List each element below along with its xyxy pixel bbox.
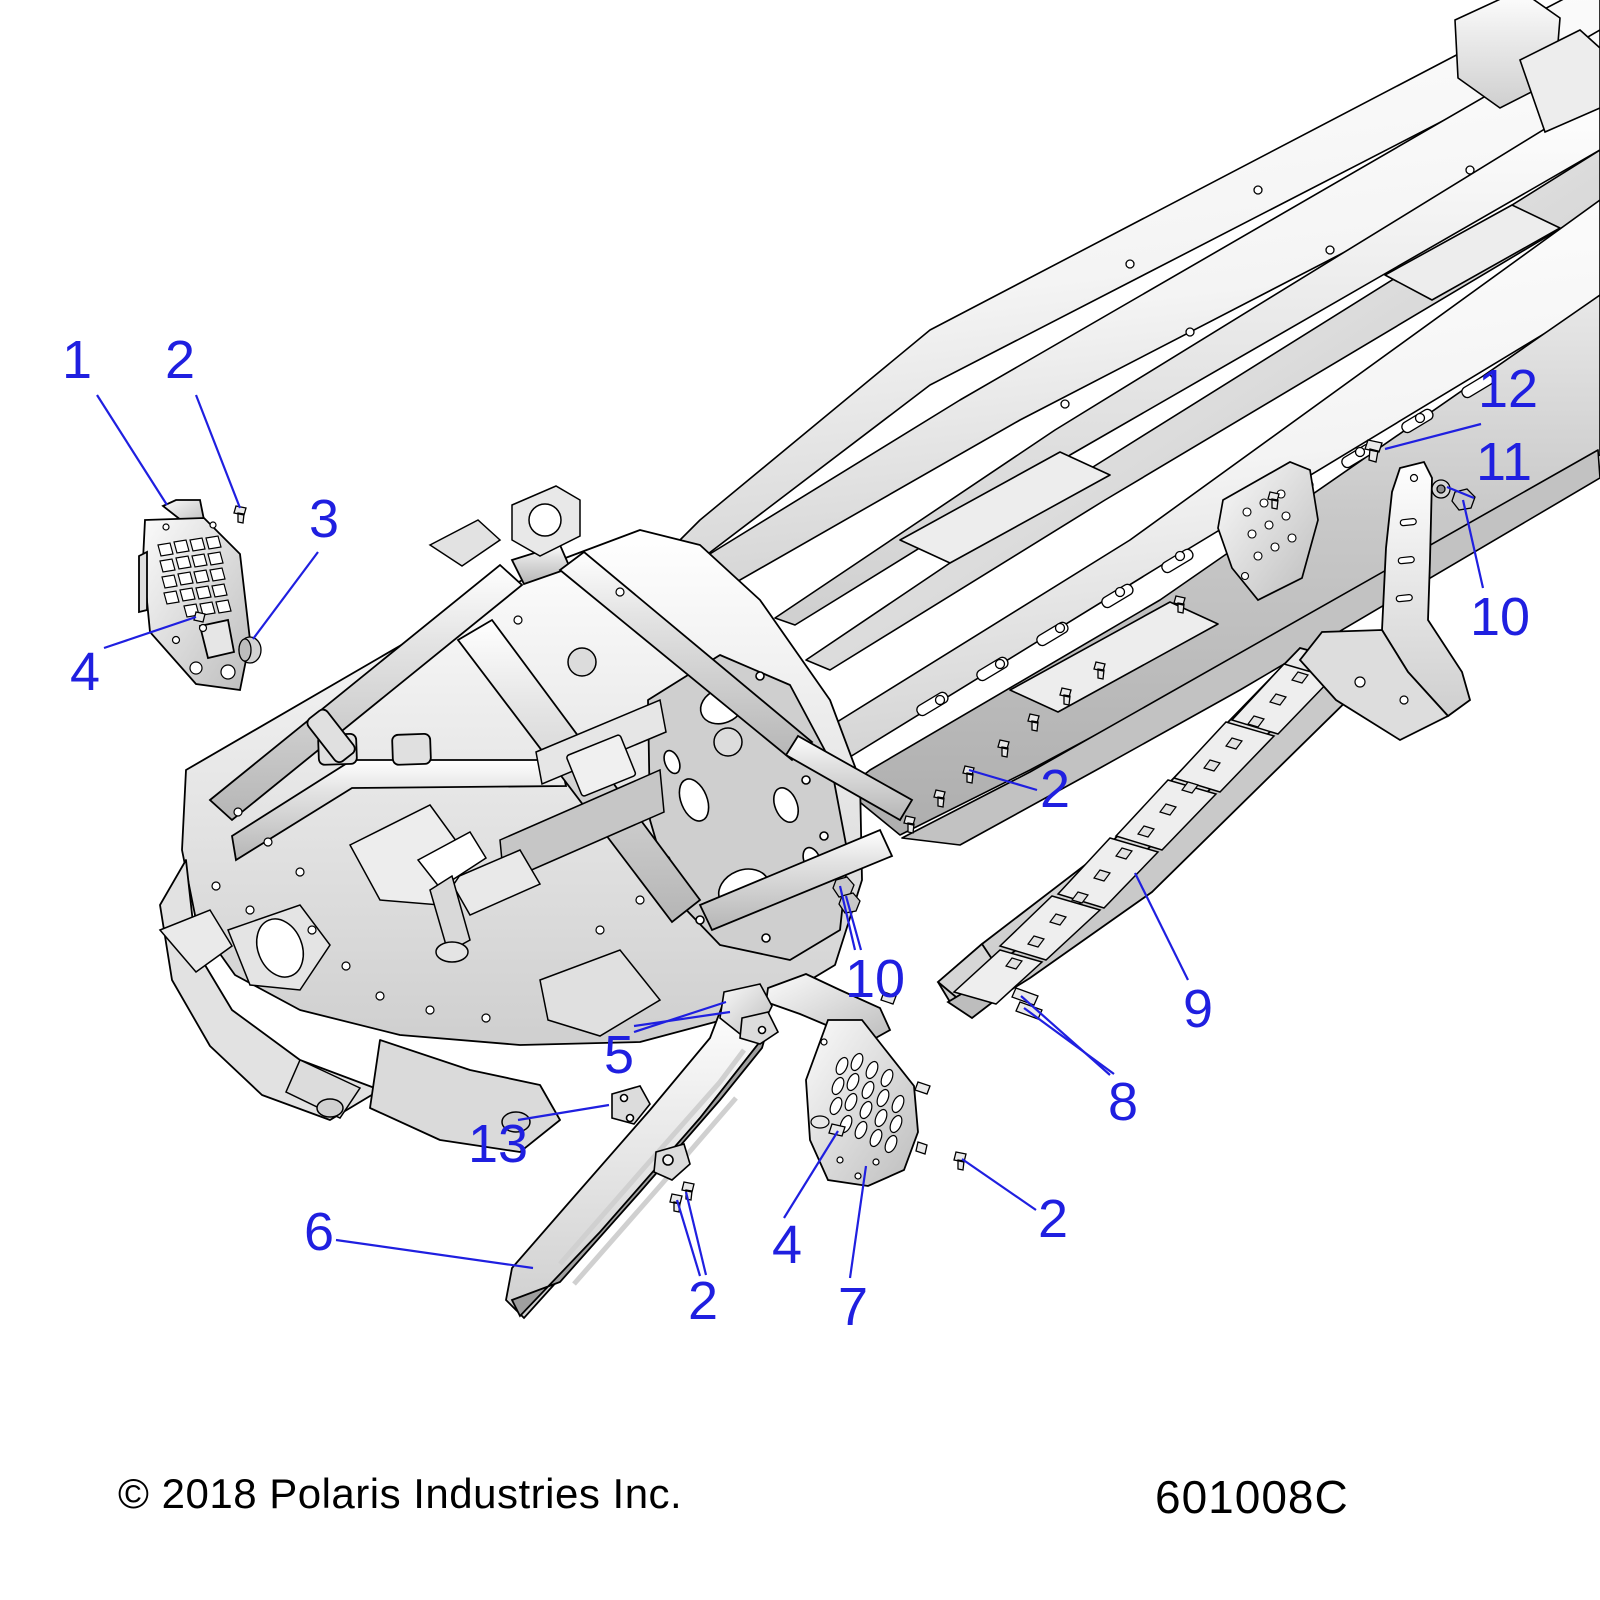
leader-line-2-0 <box>194 394 242 509</box>
leader-line-12-0 <box>1384 422 1482 451</box>
callout-leader-lines <box>96 394 1485 1279</box>
callout-7-16[interactable]: 7 <box>838 1277 869 1337</box>
tunnel-rear-bracket <box>1217 461 1319 602</box>
chassis-boss-b <box>713 727 743 757</box>
leader-line-4-0 <box>783 1130 839 1219</box>
callout-2-17[interactable]: 2 <box>1038 1189 1069 1249</box>
leader-line-10-1 <box>844 895 863 951</box>
callout-4-3[interactable]: 4 <box>70 642 101 702</box>
leader-line-3-0 <box>252 551 319 640</box>
leader-line-10-0 <box>1461 499 1485 589</box>
grommet-part <box>238 636 262 664</box>
tunnel-bracket-holes <box>1240 489 1297 581</box>
callout-10-8[interactable]: 10 <box>845 949 906 1009</box>
callout-6-13[interactable]: 6 <box>304 1202 335 1262</box>
callout-11-5[interactable]: 11 <box>1476 432 1533 492</box>
callout-10-6[interactable]: 10 <box>1470 587 1531 647</box>
chassis-detail <box>158 485 743 1133</box>
tunnel-plate-1 <box>1384 204 1561 301</box>
leader-line-8-0 <box>1020 995 1111 1076</box>
part-number-label: 601008C <box>1155 1471 1349 1523</box>
tube-upper-left <box>208 563 524 822</box>
chassis-boss-a <box>567 647 597 677</box>
leader-line-1-0 <box>96 394 168 506</box>
tunnel-rear-cowl <box>1454 0 1600 134</box>
leader-line-7-0 <box>848 1165 868 1279</box>
tunnel-plate-2 <box>899 451 1111 564</box>
rocker-bracket-5 <box>719 983 780 1045</box>
leader-line-6-0 <box>335 1238 534 1270</box>
leader-line-2-1 <box>684 1191 708 1276</box>
leader-line-2-0 <box>968 768 1038 792</box>
leader-line-4-0 <box>103 615 197 650</box>
copyright-notice: © 2018 Polaris Industries Inc. <box>118 1470 683 1517</box>
leader-line-11-0 <box>1446 485 1475 500</box>
tunnel-plate-3 <box>1009 601 1219 713</box>
footer: © 2018 Polaris Industries Inc. 601008C <box>0 1470 1600 1580</box>
callout-1-0[interactable]: 1 <box>62 330 93 390</box>
tube-rear-brace <box>784 734 914 822</box>
bulkhead-lower-center <box>369 1039 561 1153</box>
leader-line-2-0 <box>961 1158 1037 1211</box>
tube-upper-right <box>558 550 814 762</box>
chassis-small-holes <box>211 587 645 1023</box>
callout-2-7[interactable]: 2 <box>1040 759 1071 819</box>
callout-8-10[interactable]: 8 <box>1108 1072 1139 1132</box>
leader-line-5-1 <box>633 1010 731 1028</box>
callout-12-4[interactable]: 12 <box>1478 359 1539 419</box>
chassis-access-panel <box>566 734 637 797</box>
leader-line-2-0 <box>675 1199 702 1277</box>
callout-2-14[interactable]: 2 <box>688 1271 719 1331</box>
callout-13-12[interactable]: 13 <box>468 1114 529 1174</box>
bulkhead-lower-left <box>159 859 381 1121</box>
callout-3-2[interactable]: 3 <box>309 489 340 549</box>
leader-line-13-0 <box>517 1103 610 1122</box>
rocker-panel-detail <box>558 1048 746 1286</box>
rear-bumper-foot <box>1298 629 1450 742</box>
leader-line-10-0 <box>838 885 857 951</box>
leader-line-5-0 <box>633 1000 727 1034</box>
mount-bracket-13 <box>611 1085 691 1181</box>
callout-9-9[interactable]: 9 <box>1183 979 1214 1039</box>
rear-bracket-holes <box>1354 473 1419 705</box>
leader-line-8-1 <box>1023 1007 1115 1075</box>
leader-line-9-0 <box>1134 872 1189 981</box>
footrest-left-perforations <box>157 521 236 680</box>
tunnel-extrusion-rail-a <box>774 94 1600 626</box>
callout-2-1[interactable]: 2 <box>165 330 196 390</box>
callout-5-11[interactable]: 5 <box>604 1025 635 1085</box>
callout-4-15[interactable]: 4 <box>772 1215 803 1275</box>
running-board-teeth <box>1005 671 1309 970</box>
tube-lower-rail <box>698 828 894 932</box>
